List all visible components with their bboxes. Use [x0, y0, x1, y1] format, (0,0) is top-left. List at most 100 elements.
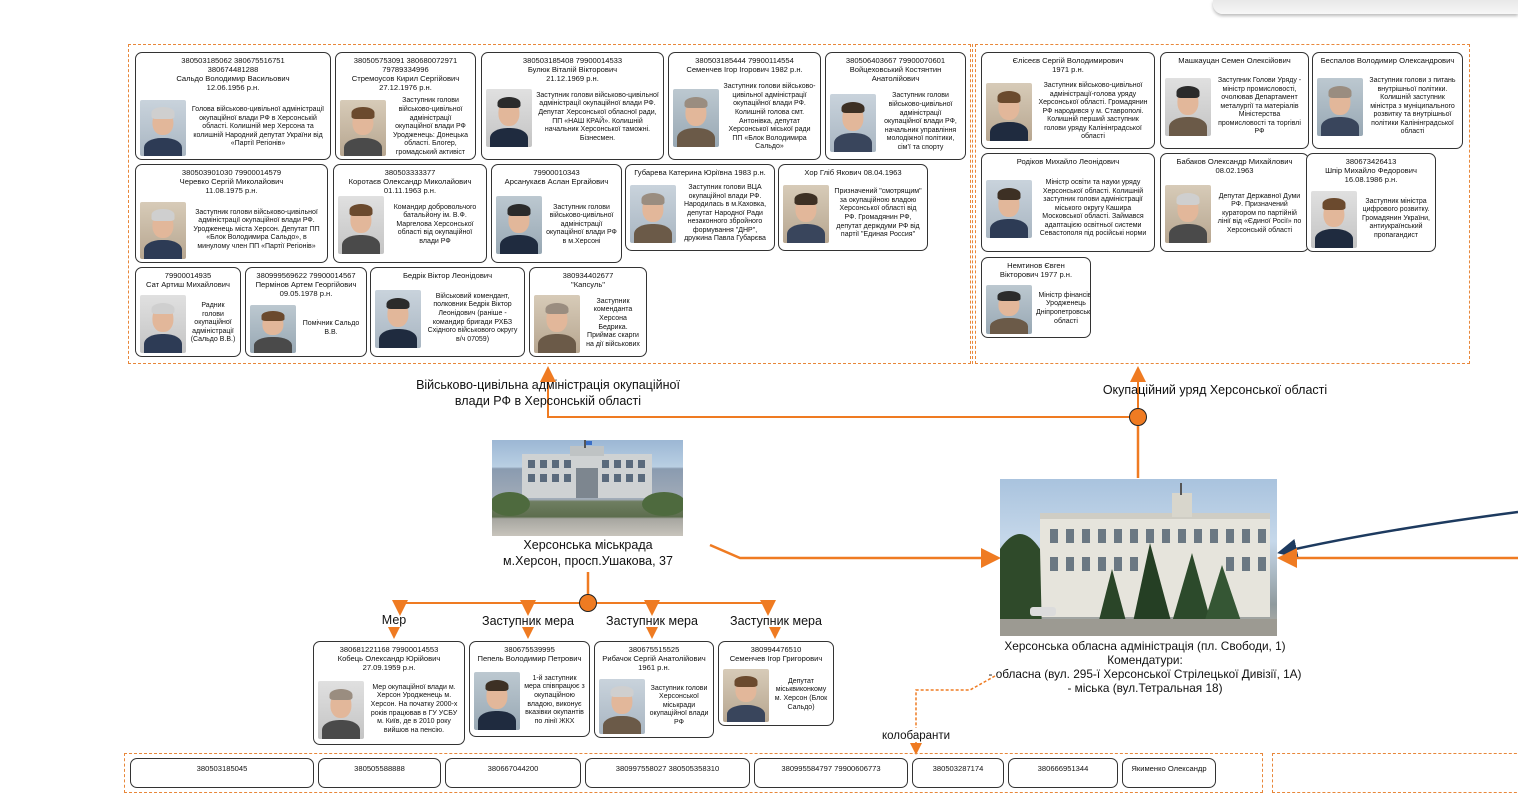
city-council-label: Херсонська міськрада м.Херсон, просп.Уша… [503, 538, 673, 568]
collaborator-card: 380666951344 [1008, 758, 1118, 788]
card-header: 380667044200 [487, 764, 539, 773]
card-description: Командир добровольчого батальйону ім. В.… [393, 203, 477, 245]
card-header: Беспалов Володимир Олександрович [1320, 56, 1455, 65]
card-header: 380503901030 79900014579 Черевко Сергій … [179, 168, 284, 195]
card-header: 380503333377 Коротаєв Олександр Миколайо… [348, 168, 472, 195]
collaborator-card: 380503287174 [912, 758, 1004, 788]
card-description: Заступник голови військово-цивільної адм… [193, 208, 320, 250]
person-photo [140, 294, 186, 353]
card-header: 380673426413 Шпір Михайло Федорович 16.0… [1325, 157, 1417, 184]
person-photo [1317, 78, 1363, 136]
person-photo [318, 680, 364, 739]
person-photo [250, 304, 296, 353]
collaborator-card: Якименко Олександр [1122, 758, 1216, 788]
card-description: Заступник військово-цивільної адміністра… [1038, 81, 1148, 141]
card-header: 380675515525 Рибачок Сергій Анатолійович… [602, 645, 706, 672]
gov-person-card: Немтинов Євген Вікторович 1977 р.н.Мініс… [981, 257, 1091, 338]
card-header: 380505588888 [354, 764, 405, 773]
card-header: 380994476510 Семенчев Ігор Григорович [729, 645, 823, 663]
card-header: 380505753091 380680072971 79789334996 Ст… [351, 56, 460, 92]
person-photo [340, 99, 386, 156]
role-mayor: Мер [381, 613, 407, 627]
card-header: Машкауцан Семен Олексійович [1178, 56, 1291, 65]
person-photo [599, 678, 645, 734]
person-photo [986, 83, 1032, 141]
top-right-panel-edge [1213, 0, 1518, 14]
card-description: Мер окупаційної влади м. Херсон Уроджене… [370, 683, 458, 734]
card-header: 380675539995 Пепель Володимир Петрович [477, 645, 582, 663]
city-official-card: 380675539995 Пепель Володимир Петрович 1-… [469, 641, 590, 737]
collaborator-card: 380503185045 [130, 758, 314, 788]
role-deputy-1: Заступник мера [482, 614, 574, 628]
card-description: Депутат Державної Думи РФ. Призначений к… [1217, 192, 1302, 234]
vca-person-card: 380503333377 Коротаєв Олександр Миколайо… [333, 164, 487, 263]
card-header: 380506403667 79900070601 Войцеховський К… [845, 56, 946, 83]
card-header: 380995584797 79900606773 [781, 764, 881, 773]
card-header: Якименко Олександр [1131, 764, 1207, 773]
card-description: 1-й заступник мера співпрацює з окупацій… [524, 674, 585, 725]
card-description: Радник голови окупаційної адміністрації … [190, 302, 236, 344]
vca-person-card: 380503901030 79900014579 Черевко Сергій … [135, 164, 328, 263]
city-node [579, 594, 597, 612]
person-photo [338, 196, 384, 254]
gov-person-card: 380673426413 Шпір Михайло Федорович 16.0… [1306, 153, 1436, 252]
vca-person-card: Губарева Катерина Юріївна 1983 р.н.Засту… [625, 164, 775, 251]
person-photo [830, 93, 876, 152]
card-description: Депутат міськвиконкому м. Херсон (Блок С… [774, 677, 828, 711]
role-deputy-3: Заступник мера [730, 614, 822, 628]
gov-group-label: Окупаційний уряд Херсонської області [1102, 383, 1328, 397]
person-photo [486, 88, 532, 147]
city-building-image [492, 440, 683, 536]
city-official-card: 380681221168 79900014553 Кобець Олександ… [313, 641, 465, 745]
oblast-building-image [1000, 479, 1277, 636]
person-photo [986, 284, 1032, 334]
person-photo [496, 196, 542, 254]
card-description: Голова військово-цивільної адміністрації… [191, 106, 325, 148]
card-header: 380503185045 [196, 764, 248, 773]
oblast-building-drawing [1000, 483, 1277, 636]
collaborator-card: 380667044200 [445, 758, 581, 788]
card-header: Бедрік Віктор Леонідович [402, 271, 493, 280]
collaborator-card: 380995584797 79900606773 [754, 758, 908, 788]
card-header: 79900010343 Арсанукаєв Аслан Ергайович [504, 168, 609, 186]
person-photo [1311, 190, 1357, 248]
person-photo [630, 185, 676, 243]
card-description: Військовий комендант, полковник Бедрік В… [427, 292, 518, 343]
city-official-card: 380675515525 Рибачок Сергій Анатолійович… [594, 641, 714, 738]
person-photo [140, 99, 186, 156]
connector-lines [388, 366, 1518, 755]
person-photo [1165, 185, 1211, 243]
card-header: 380997558027 380505358310 [615, 764, 720, 773]
card-description: Призначений "смотрящим" за окупаційною в… [834, 188, 922, 239]
card-header: 380503185444 79900114554 Семенчев Ігор І… [686, 56, 803, 74]
oblast-admin-label: Херсонська обласна адміністрація (пл. Св… [988, 639, 1302, 695]
group-divider [972, 44, 973, 364]
role-deputy-2: Заступник мера [606, 614, 698, 628]
vca-person-card: 380934402677 "Капсуль" Заступник комендан… [529, 267, 647, 357]
card-header: 380666951344 [1037, 764, 1089, 773]
card-description: Заступник голови військово-цивільної адм… [393, 97, 468, 156]
card-header: Бабаков Олександр Михайлович 08.02.1963 [1176, 157, 1293, 175]
wire-oblast-to-collab [915, 675, 996, 728]
card-description: Міністр освіти та науки уряду Херсонсько… [1039, 178, 1147, 238]
card-description: Заступник голови Херсонської міськради о… [649, 684, 709, 726]
person-photo [140, 201, 186, 259]
card-description: Заступник Голови Уряду - міністр промисл… [1217, 76, 1302, 136]
card-description: Заступник голови військово-цивільної адм… [536, 91, 659, 142]
card-header: 380934402677 "Капсуль" [562, 271, 614, 289]
collaborators-label: колобаранти [881, 730, 951, 742]
card-description: Заступник голови ВЦА окупаційної влади Р… [683, 183, 767, 243]
card-header: Немтинов Євген Вікторович 1977 р.н. [999, 261, 1073, 279]
person-photo [783, 185, 829, 243]
card-description: Заступник міністра цифрового розвитку. Г… [1362, 197, 1430, 239]
card-description: Заступник коменданта Херсона Бедрика. Пр… [586, 297, 640, 348]
vca-person-card: 380503185062 380675516751 380674481288 С… [135, 52, 331, 160]
vca-person-card: 380503185444 79900114554 Семенчев Ігор І… [668, 52, 821, 160]
person-photo [474, 671, 520, 730]
